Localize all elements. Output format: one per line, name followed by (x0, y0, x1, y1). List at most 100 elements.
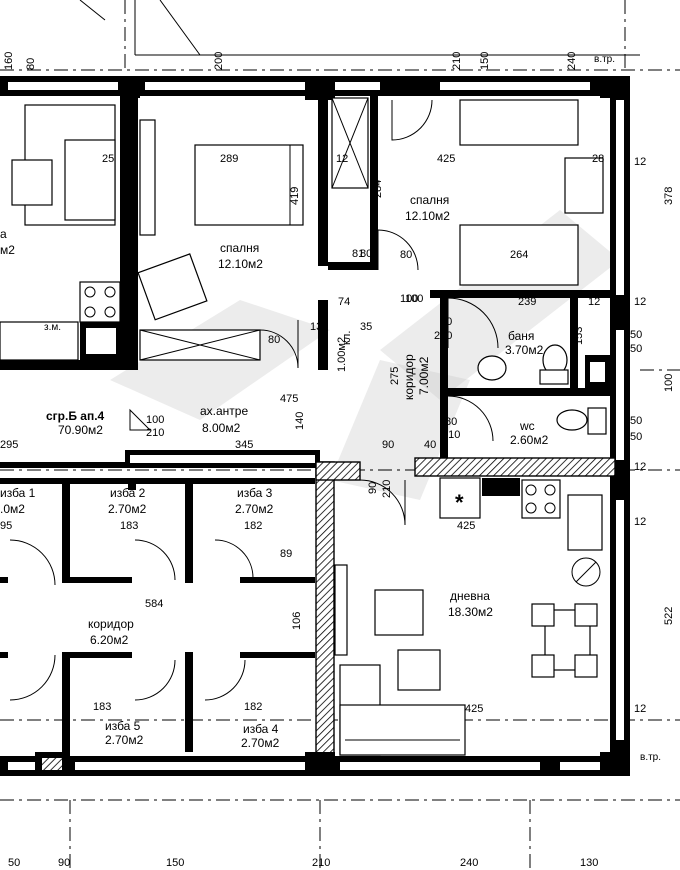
dim-bath-153: 153 (573, 327, 585, 345)
room-bedroom2-name: спалня (410, 193, 449, 207)
dim-right-9: 12 (634, 461, 646, 473)
room-storage3-area: 2.70м2 (235, 502, 274, 516)
dim-right-6: 522 (663, 607, 675, 625)
dim-bed2-depth: 284 (372, 180, 384, 198)
dim-cellar-182-bottom: 182 (244, 701, 262, 713)
dim-misc-0: 25 (102, 153, 114, 165)
dim-misc-14: 12 (588, 296, 600, 308)
svg-text:*: * (455, 490, 464, 515)
room-storage1-area: .0м2 (0, 502, 25, 516)
room-storage4-name: изба 4 (243, 722, 279, 736)
dim-door-bath-h: 210 (434, 330, 452, 342)
dim-right-11: 12 (634, 703, 646, 715)
room-living-name: дневна (450, 589, 490, 603)
dim-misc-11: 81 (352, 248, 364, 260)
dim-top-4: 150 (479, 52, 491, 70)
dim-basement-w: 584 (145, 598, 163, 610)
dim-bottom-3: 210 (312, 857, 330, 869)
furniture: * (0, 97, 607, 756)
dim-misc-4: 80 (360, 248, 372, 260)
dim-cellar-183-bottom: 183 (93, 701, 111, 713)
room-wc-name: wc (519, 419, 535, 433)
dim-top-0: 160 (3, 52, 15, 70)
dim-bottom-1: 90 (58, 857, 70, 869)
dim-entrance-w2: 345 (235, 439, 253, 451)
dim-living-w2: 425 (465, 703, 483, 715)
room-corridor-name: коридор (402, 354, 416, 400)
room-left-area: м2 (0, 243, 15, 257)
dim-misc-9: 89 (280, 548, 292, 560)
dim-misc-5: 40 (424, 439, 436, 451)
dim-bottom-0: 50 (8, 857, 20, 869)
doors (9, 99, 499, 701)
dim-right-4: 50 (630, 415, 642, 427)
dim-right-8: 12 (634, 296, 646, 308)
room-bedroom1-area: 12.10м2 (218, 257, 263, 271)
room-left-name: а (0, 227, 7, 241)
dim-top-3: 210 (451, 52, 463, 70)
dim-top-1: 80 (25, 58, 37, 70)
apartment-walls (0, 76, 630, 776)
dim-misc-1: 12 (336, 153, 348, 165)
dim-cellar-182-top: 182 (244, 520, 262, 532)
dim-right-0: 378 (663, 187, 675, 205)
dim-bath-239: 239 (518, 296, 536, 308)
dim-misc-12: 215 (401, 78, 413, 96)
left-label: з.м. (44, 322, 61, 333)
room-basement-corridor-area: 6.20м2 (90, 633, 129, 647)
dim-bottom-5: 130 (580, 857, 598, 869)
dim-top-5: 240 (566, 52, 578, 70)
dim-right-10: 12 (634, 516, 646, 528)
dim-door-wc-h: 210 (442, 429, 460, 441)
dim-bed2-width: 425 (437, 153, 455, 165)
dim-misc-3: 90 (382, 439, 394, 451)
dim-misc-2: 13 (310, 321, 322, 333)
dim-misc-10: 106 (291, 612, 303, 630)
dim-bed-top: 289 (220, 153, 238, 165)
dim-right-2: 50 (630, 329, 642, 341)
room-pantry-area: 1.00м2 (336, 337, 348, 372)
room-storage4-area: 2.70м2 (241, 736, 280, 750)
dim-top-2: 200 (213, 52, 225, 70)
room-storage5-area: 2.70м2 (105, 733, 144, 747)
dim-bed-depth: 419 (289, 187, 301, 205)
dim-misc-6: 140 (294, 412, 306, 430)
dim-door-bed2-w: 80 (400, 249, 412, 261)
dim-misc-15: 35 (360, 321, 372, 333)
dimensions: 160 80 200 210 150 240 50 90 150 210 240… (0, 52, 675, 869)
room-bath-area: 3.70м2 (505, 343, 544, 357)
dim-door-living-h: 210 (381, 480, 393, 498)
room-storage1-name: изба 1 (0, 486, 36, 500)
dim-bottom-2: 150 (166, 857, 184, 869)
storage-walls (0, 478, 315, 752)
room-entrance-name: ах.антре (200, 404, 248, 418)
dim-door-entrance-h: 210 (146, 427, 164, 439)
room-storage5-name: изба 5 (105, 719, 141, 733)
dim-right-3: 50 (630, 343, 642, 355)
dim-misc-13: 100 (400, 293, 418, 305)
dim-bed2-w2: 264 (510, 249, 528, 261)
dim-right-7: 12 (634, 156, 646, 168)
dim-misc-7: 295 (0, 439, 18, 451)
dim-misc-16: 28 (592, 153, 604, 165)
room-storage2-name: изба 2 (110, 486, 146, 500)
dim-misc-8: 95 (0, 520, 12, 532)
room-wc-area: 2.60м2 (510, 433, 549, 447)
dim-right-1: 100 (663, 374, 675, 392)
vent-bottom-label: в.тр. (640, 752, 661, 763)
room-bedroom2-area: 12.10м2 (405, 209, 450, 223)
room-bath-name: баня (508, 329, 534, 343)
room-entrance-area: 8.00м2 (202, 421, 241, 435)
dim-door-bath-w: 80 (440, 316, 452, 328)
dim-entrance-w: 475 (280, 393, 298, 405)
dim-bottom-4: 240 (460, 857, 478, 869)
dim-living-w: 425 (457, 520, 475, 532)
room-living-area: 18.30м2 (448, 605, 493, 619)
dim-door-corr-w: 100 (405, 293, 423, 305)
apartment-area: 70.90м2 (58, 423, 103, 437)
dim-cellar-183-top: 183 (120, 520, 138, 532)
dim-door-wc-w: 80 (445, 416, 457, 428)
room-storage2-area: 2.70м2 (108, 502, 147, 516)
